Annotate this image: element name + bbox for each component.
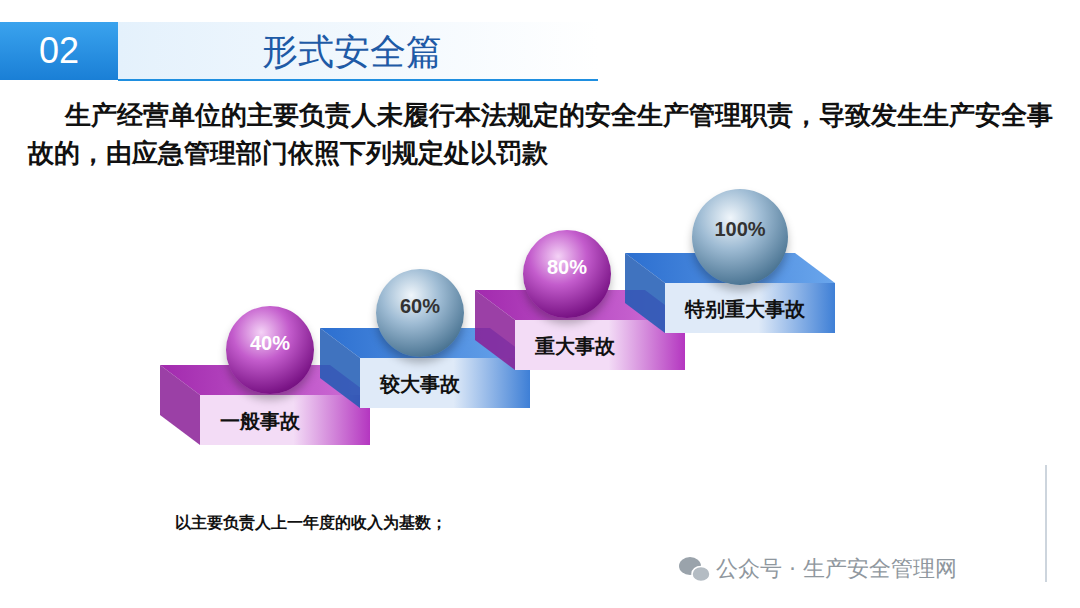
section-number: 02: [39, 30, 79, 72]
accident-level: 较大事故: [380, 371, 460, 398]
fine-percentage: 80%: [547, 256, 587, 279]
fine-percentage: 60%: [400, 295, 440, 318]
accident-level: 重大事故: [535, 333, 615, 360]
percentage-sphere: 40%: [226, 306, 314, 394]
fine-percentage: 100%: [714, 218, 765, 241]
percentage-sphere: 100%: [692, 189, 788, 285]
title-underline: [118, 79, 598, 81]
percentage-sphere: 60%: [376, 269, 464, 357]
section-number-box: 02: [0, 22, 118, 80]
wechat-icon: [679, 557, 710, 582]
accident-level: 一般事故: [220, 408, 300, 435]
watermark: 公众号 · 生产安全管理网: [716, 554, 957, 584]
accident-level: 特别重大事故: [685, 296, 805, 323]
base-note: 以主要负责人上一年度的收入为基数；: [175, 513, 447, 534]
percentage-sphere: 80%: [523, 230, 611, 318]
side-rule: [1045, 465, 1047, 582]
slide-title: 形式安全篇: [262, 28, 442, 77]
fine-percentage: 40%: [250, 332, 290, 355]
title-band: [118, 22, 598, 80]
intro-paragraph: 生产经营单位的主要负责人未履行本法规定的安全生产管理职责，导致发生生产安全事故的…: [28, 96, 1058, 172]
